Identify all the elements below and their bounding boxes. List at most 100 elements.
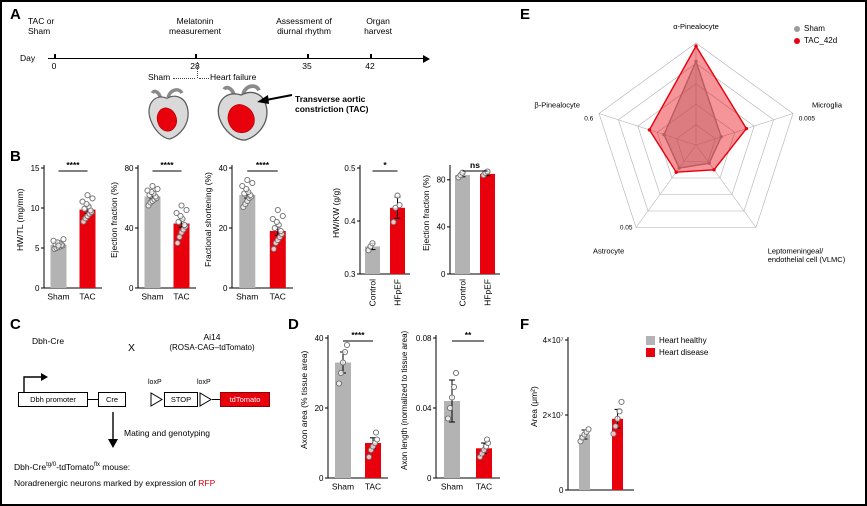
- tac-arrow-icon: [257, 94, 293, 104]
- svg-text:80: 80: [125, 164, 134, 173]
- svg-text:0: 0: [427, 474, 432, 483]
- timeline-phase-organ-harvest: Organ harvest: [364, 16, 392, 37]
- ai14-subtitle: (ROSA-CAG–tdTomato): [169, 343, 255, 352]
- svg-text:0.08: 0.08: [416, 334, 432, 343]
- svg-text:****: ****: [160, 160, 174, 170]
- connector-dotted-left: [173, 78, 195, 79]
- svg-text:****: ****: [351, 330, 365, 340]
- dbh-promoter-box: Dbh promoter: [18, 392, 88, 407]
- panel-d-label: D: [288, 316, 299, 333]
- connector-dotted-vertical: [197, 62, 198, 78]
- svg-text:20: 20: [219, 224, 228, 233]
- svg-text:TAC: TAC: [365, 482, 381, 492]
- svg-text:0: 0: [559, 486, 564, 495]
- svg-text:α-Pinealocyte: α-Pinealocyte: [673, 22, 719, 31]
- construct-connector: [212, 399, 220, 400]
- timeline-phase-tac-or-sham: TAC or Sham: [28, 16, 55, 37]
- svg-text:80: 80: [437, 176, 446, 185]
- svg-text:ns: ns: [470, 160, 480, 170]
- svg-text:TAC: TAC: [476, 482, 492, 492]
- svg-text:0: 0: [35, 284, 40, 293]
- loxp-label-2: loxP: [197, 379, 211, 386]
- svg-text:0: 0: [319, 474, 324, 483]
- loxp-label-1: loxP: [148, 379, 162, 386]
- timeline-arrowhead-icon: [423, 54, 430, 63]
- svg-text:*: *: [383, 160, 387, 170]
- svg-text:Leptomeningeal/: Leptomeningeal/: [768, 247, 824, 256]
- timeline-phase-diurnal-rhythm: Assessment of diurnal rhythm: [276, 16, 332, 37]
- svg-text:40: 40: [125, 224, 134, 233]
- svg-text:0: 0: [129, 284, 134, 293]
- svg-text:15: 15: [31, 164, 40, 173]
- timeline-phase-melatonin: Melatonin measurement: [169, 16, 221, 37]
- stop-box: STOP: [164, 392, 198, 407]
- tac42d-legend-marker: [794, 37, 800, 44]
- svg-text:****: ****: [256, 160, 270, 170]
- timeline-tick-day42: [370, 54, 372, 59]
- radar-plot: α-PinealocyteMicroglia0.005Leptomeningea…: [534, 22, 846, 264]
- timeline-tick-day28: [195, 54, 197, 59]
- legend-item-sham: Sham: [794, 24, 837, 33]
- rfp-text: RFP: [198, 478, 216, 488]
- rfp-description-line: Noradrenergic neurons marked by expressi…: [14, 478, 216, 488]
- svg-text:20: 20: [315, 404, 324, 413]
- svg-text:endothelial cell (VLMC): endothelial cell (VLMC): [768, 255, 846, 264]
- radar-legend: Sham TAC_42d: [794, 24, 837, 48]
- svg-text:0.3: 0.3: [344, 270, 356, 279]
- heart-disease-legend-marker: [646, 348, 655, 357]
- svg-text:Control: Control: [368, 279, 378, 307]
- svg-text:0.6: 0.6: [584, 116, 593, 123]
- svg-text:4×10⁷: 4×10⁷: [543, 336, 564, 345]
- mouse-genotype-line: Dbh-Cretg/0-tdTomatoflx mouse:: [14, 462, 131, 472]
- construct-connector: [88, 399, 98, 400]
- dbh-cre-title: Dbh-Cre: [32, 336, 65, 346]
- legend-item-heart-healthy: Heart healthy: [646, 336, 708, 345]
- timeline-tick-day0: [54, 54, 56, 59]
- day-tick-28: 28: [190, 61, 200, 71]
- panel-e-label: E: [520, 6, 531, 23]
- cre-box: Cre: [98, 392, 126, 407]
- svg-text:TAC: TAC: [270, 292, 286, 302]
- day-tick-42: 42: [365, 61, 375, 71]
- loxp-triangle-icon: [199, 392, 212, 407]
- svg-text:****: ****: [66, 160, 80, 170]
- connector-dotted-right: [199, 78, 209, 79]
- day-label: Day: [20, 53, 36, 63]
- panel-a-label: A: [10, 6, 21, 23]
- sham-heart-illustration: [148, 88, 189, 140]
- svg-text:Astrocyte: Astrocyte: [593, 247, 624, 256]
- loxp-triangle-icon: [150, 392, 163, 407]
- svg-text:0: 0: [441, 270, 446, 279]
- sham-legend-marker: [794, 25, 800, 32]
- bar-chart-plot: 0 2×10⁷ 4×10⁷: [543, 336, 634, 495]
- svg-text:**: **: [465, 330, 472, 340]
- legend-item-tac42d: TAC_42d: [794, 36, 837, 45]
- svg-text:0.05: 0.05: [620, 224, 633, 231]
- tac-annotation: Transverse aortic constriction (TAC): [295, 94, 369, 115]
- svg-text:TAC: TAC: [79, 292, 95, 302]
- day-tick-0: 0: [51, 61, 57, 71]
- svg-text:Sham: Sham: [141, 292, 163, 302]
- mating-genotyping-label: Mating and genotyping: [124, 428, 211, 438]
- mating-arrow-icon: [108, 412, 118, 448]
- svg-text:HFpEF: HFpEF: [483, 279, 493, 306]
- svg-text:Microglia: Microglia: [812, 100, 843, 109]
- svg-text:2×10⁷: 2×10⁷: [543, 411, 564, 420]
- svg-text:Sham: Sham: [332, 482, 354, 492]
- svg-text:10: 10: [31, 204, 40, 213]
- svg-text:Control: Control: [458, 279, 468, 307]
- svg-text:0.5: 0.5: [344, 164, 356, 173]
- ai14-title: Ai14: [203, 332, 221, 342]
